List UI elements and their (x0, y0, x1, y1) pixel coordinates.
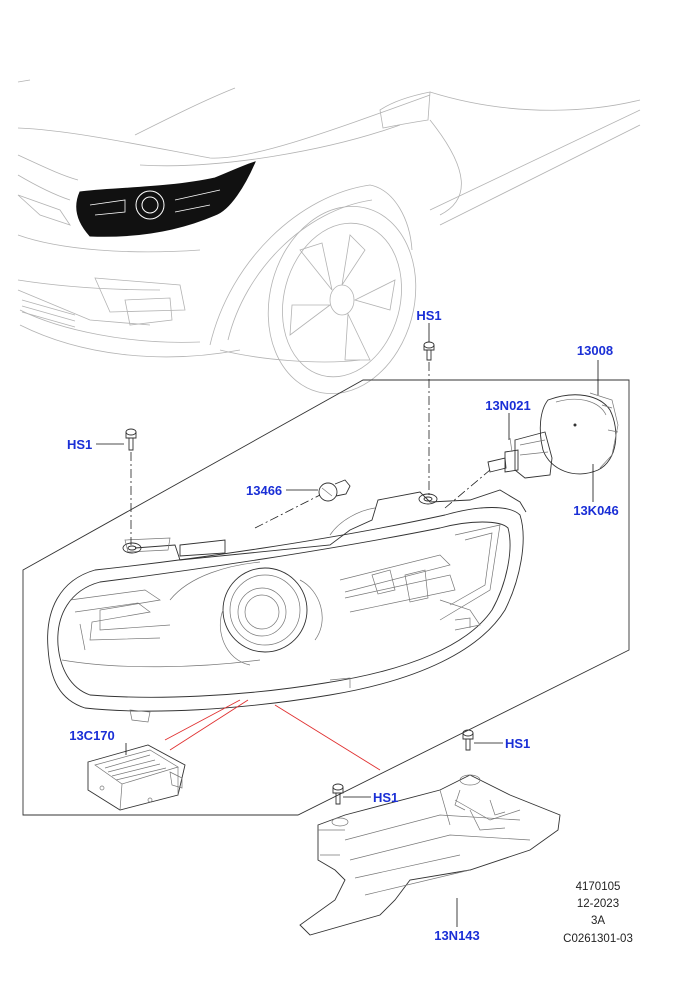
screw-middle (332, 783, 344, 805)
vehicle-headlamp-highlight (76, 161, 256, 237)
callout-hs1-top[interactable]: HS1 (416, 308, 441, 323)
callout-13n021[interactable]: 13N021 (485, 398, 531, 413)
callout-hs1-middle[interactable]: HS1 (373, 790, 398, 805)
callout-13n143[interactable]: 13N143 (434, 928, 480, 943)
vehicle-front-sketch (17, 79, 641, 395)
screw-top (423, 341, 435, 361)
ballast-control-module (87, 744, 186, 811)
bulb-cover-cap (539, 392, 619, 475)
callout-hs1-left[interactable]: HS1 (67, 437, 92, 452)
callout-leaders (96, 323, 599, 927)
screw-left (125, 428, 137, 451)
callout-hs1-right[interactable]: HS1 (505, 736, 530, 751)
splash-shield (299, 774, 561, 936)
headlamp-assembly (47, 489, 527, 723)
assembly-guide-lines (130, 362, 491, 771)
reference-drawing-id: C0261301-03 (563, 933, 633, 945)
callout-13466[interactable]: 13466 (246, 483, 282, 498)
reference-number: 4170105 (576, 881, 621, 893)
callout-13008[interactable]: 13008 (577, 343, 613, 358)
callout-13k046[interactable]: 13K046 (573, 503, 619, 518)
exploded-view-frame (22, 379, 630, 816)
led-module (318, 479, 351, 502)
hid-bulb (487, 431, 553, 479)
reference-block: 4170105 12-2023 3A C0261301-03 (563, 881, 633, 945)
reference-date: 12-2023 (577, 898, 619, 910)
reference-code: 3A (591, 915, 605, 927)
callout-13c170[interactable]: 13C170 (69, 728, 115, 743)
screw-right (462, 729, 474, 751)
